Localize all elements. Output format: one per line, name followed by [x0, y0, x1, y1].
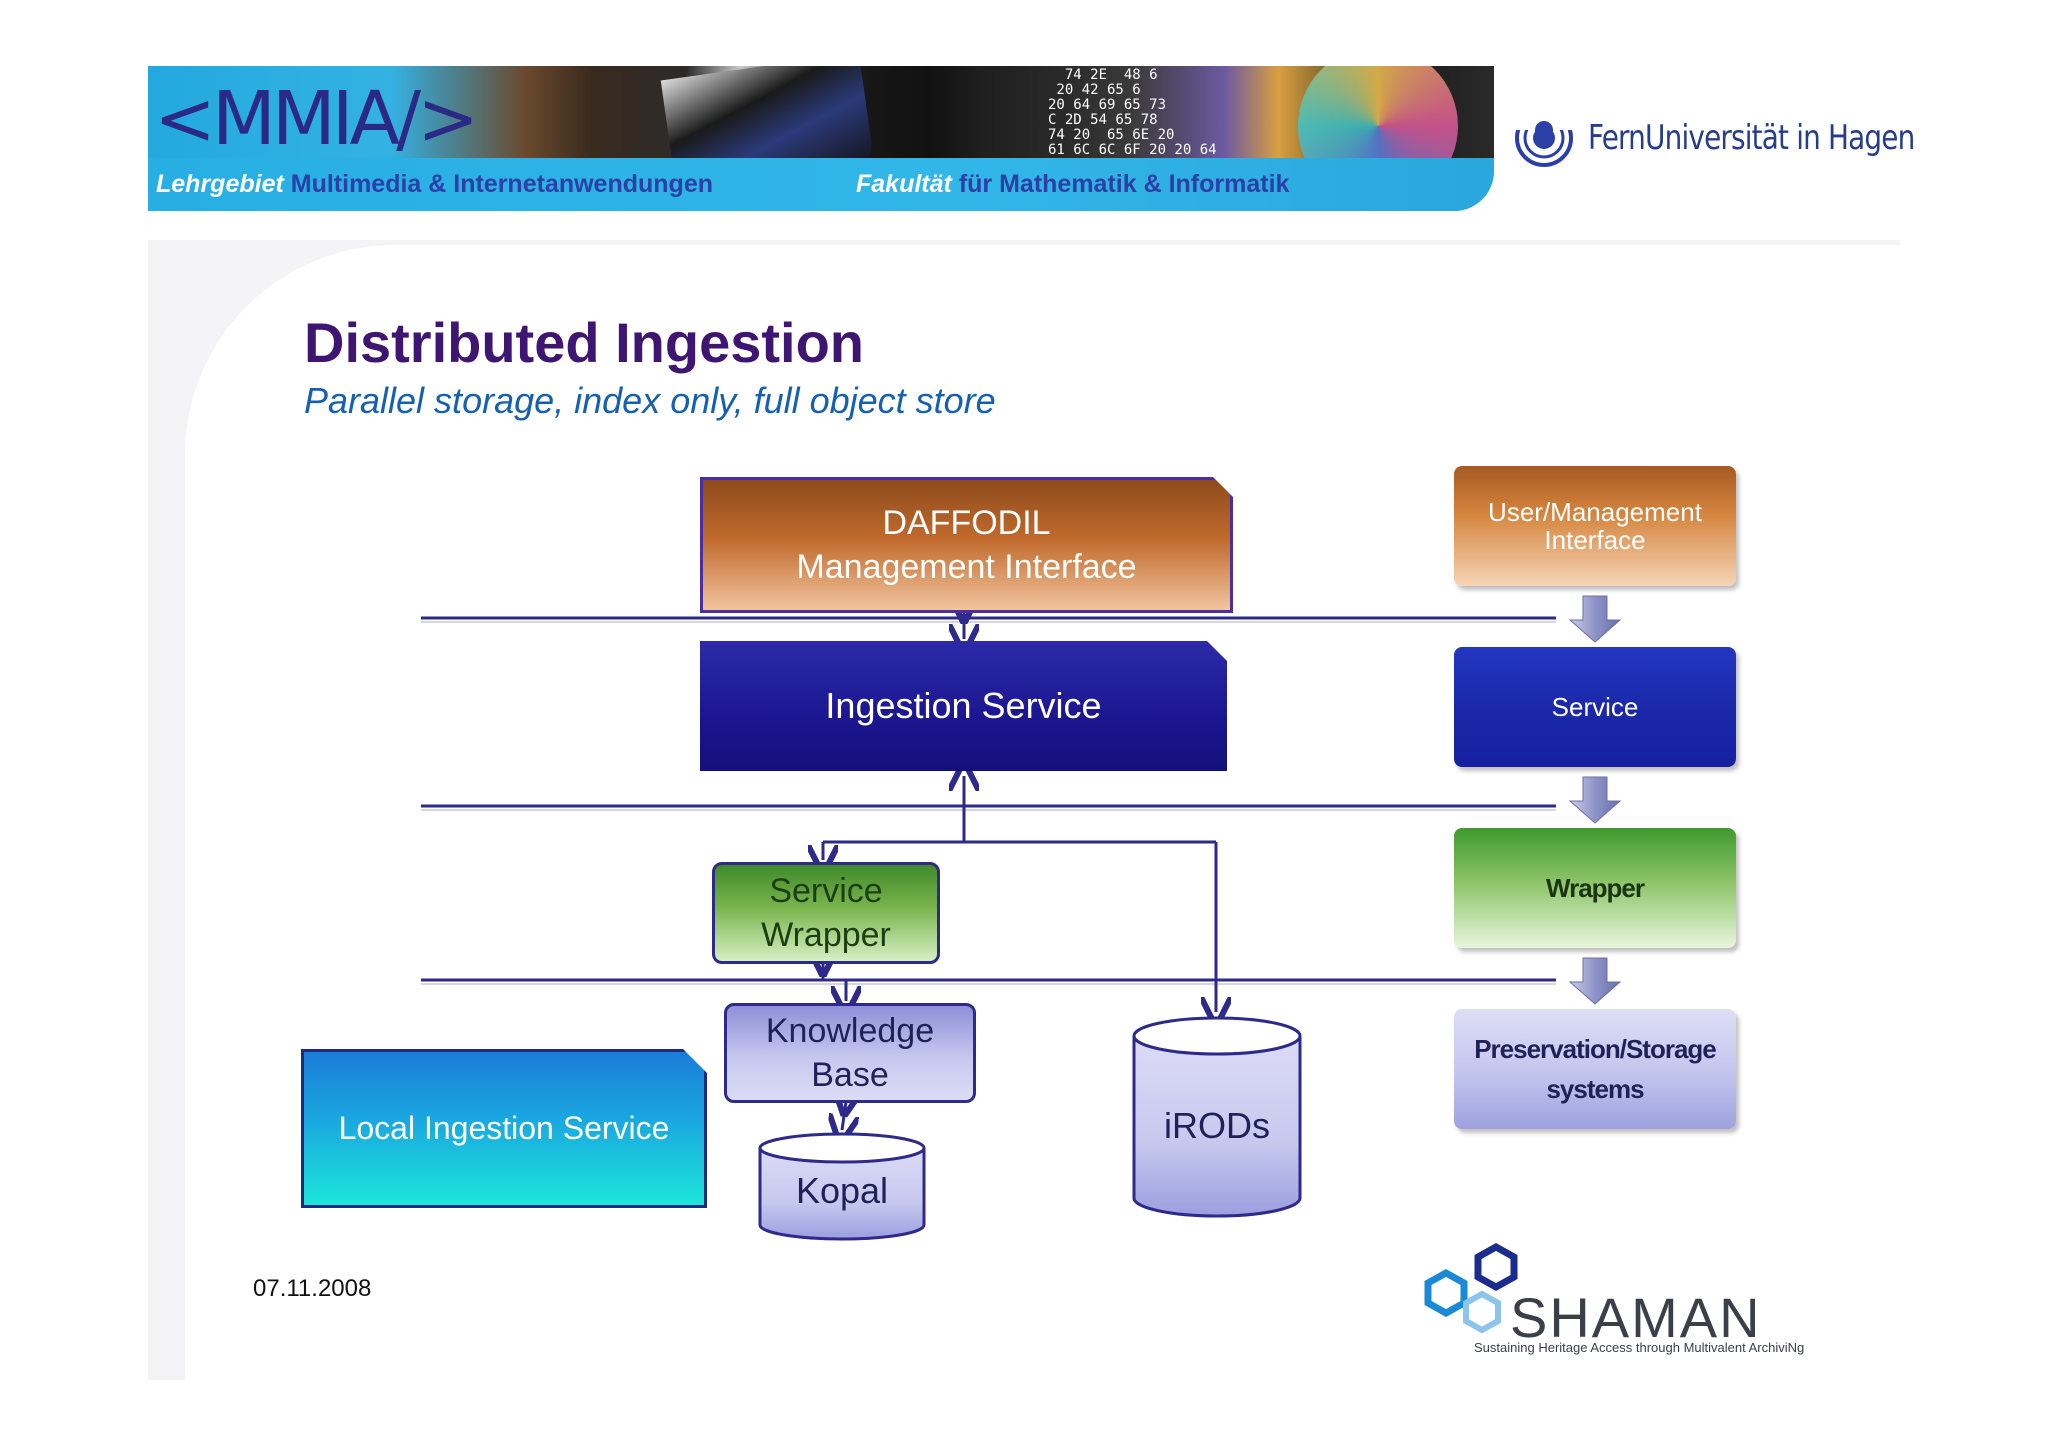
service-wrapper-line1: Service [769, 872, 883, 910]
university-name: FernUniversität in Hagen [1588, 118, 1915, 158]
header-banner: 74 2E 48 6 20 42 65 6 20 64 69 65 73 C 2… [148, 66, 1494, 211]
kopal-label: Kopal [795, 1170, 889, 1211]
banner-right-text: für Mathematik & Informatik [958, 170, 1290, 198]
layer-line-2 [421, 804, 1556, 811]
legend-wrapper: Wrapper [1454, 828, 1736, 948]
service-wrapper-line2: Wrapper [761, 916, 891, 954]
slide-subtitle: Parallel storage, index only, full objec… [304, 380, 996, 421]
fernuni-logo-icon [1514, 108, 1574, 167]
ingestion-service-box: Ingestion Service [700, 641, 1227, 771]
shaman-logo-icon [1424, 1242, 1518, 1334]
connector-wrapper-kb [823, 962, 846, 1001]
shaman-logo-text: SHAMAN [1510, 1286, 1762, 1349]
knowledge-base-line1: Knowledge [765, 1012, 935, 1050]
legend-arrow-2 [1568, 776, 1622, 824]
legend-user-management: User/Management Interface [1454, 466, 1736, 586]
banner-left-text: Multimedia & Internetanwendungen [290, 170, 713, 198]
local-ingestion-label: Local Ingestion Service [338, 1110, 670, 1146]
daffodil-sublabel: Management Interface [796, 548, 1137, 586]
layer-line-1 [421, 616, 1556, 623]
shaman-tagline: Sustaining Heritage Access through Multi… [1474, 1340, 1805, 1355]
legend-arrow-3 [1568, 957, 1622, 1005]
connector-kb-kopal [842, 1102, 846, 1130]
slide-title: Distributed Ingestion [304, 311, 864, 374]
legend-service-label: Service [1551, 691, 1639, 722]
slide-date: 07.11.2008 [253, 1275, 372, 1302]
daffodil-management-box: DAFFODIL Management Interface [700, 477, 1233, 613]
legend-service: Service [1454, 647, 1736, 767]
legend-wrapper-label: Wrapper [1546, 872, 1645, 903]
banner-left-prefix: Lehrgebiet [156, 170, 284, 198]
hex-dump-image: 74 2E 48 6 20 42 65 6 20 64 69 65 73 C 2… [1048, 67, 1217, 158]
legend-arrow-1 [1568, 595, 1622, 643]
connector-ingestion-branch [823, 776, 1216, 1012]
mmia-logo: <MMIA/> [154, 76, 479, 162]
layer-line-3 [421, 978, 1556, 985]
legend-preservation-line1: Preservation/Storage [1474, 1034, 1717, 1064]
local-ingestion-service-box: Local Ingestion Service [301, 1049, 707, 1208]
ingestion-service-label: Ingestion Service [825, 685, 1102, 726]
legend-preservation-storage: Preservation/Storage systems [1454, 1009, 1736, 1129]
daffodil-label: DAFFODIL [882, 504, 1051, 542]
banner-label-strip [148, 158, 1494, 211]
irods-label: iRODs [1164, 1105, 1270, 1146]
knowledge-base-box: Knowledge Base [724, 1003, 976, 1103]
legend-user-line1: User/Management [1488, 497, 1702, 527]
banner-left-label: Lehrgebiet Multimedia & Internetanwendun… [156, 170, 713, 199]
knowledge-base-line2: Base [811, 1056, 889, 1094]
irods-cylinder [1132, 1016, 1302, 1218]
banner-right-label: Fakultät für Mathematik & Informatik [856, 170, 1289, 199]
kopal-cylinder [758, 1132, 926, 1241]
banner-right-prefix: Fakultät [856, 170, 952, 198]
legend-preservation-line2: systems [1546, 1074, 1644, 1104]
service-wrapper-box: Service Wrapper [712, 862, 940, 964]
legend-user-line2: Interface [1544, 525, 1646, 555]
